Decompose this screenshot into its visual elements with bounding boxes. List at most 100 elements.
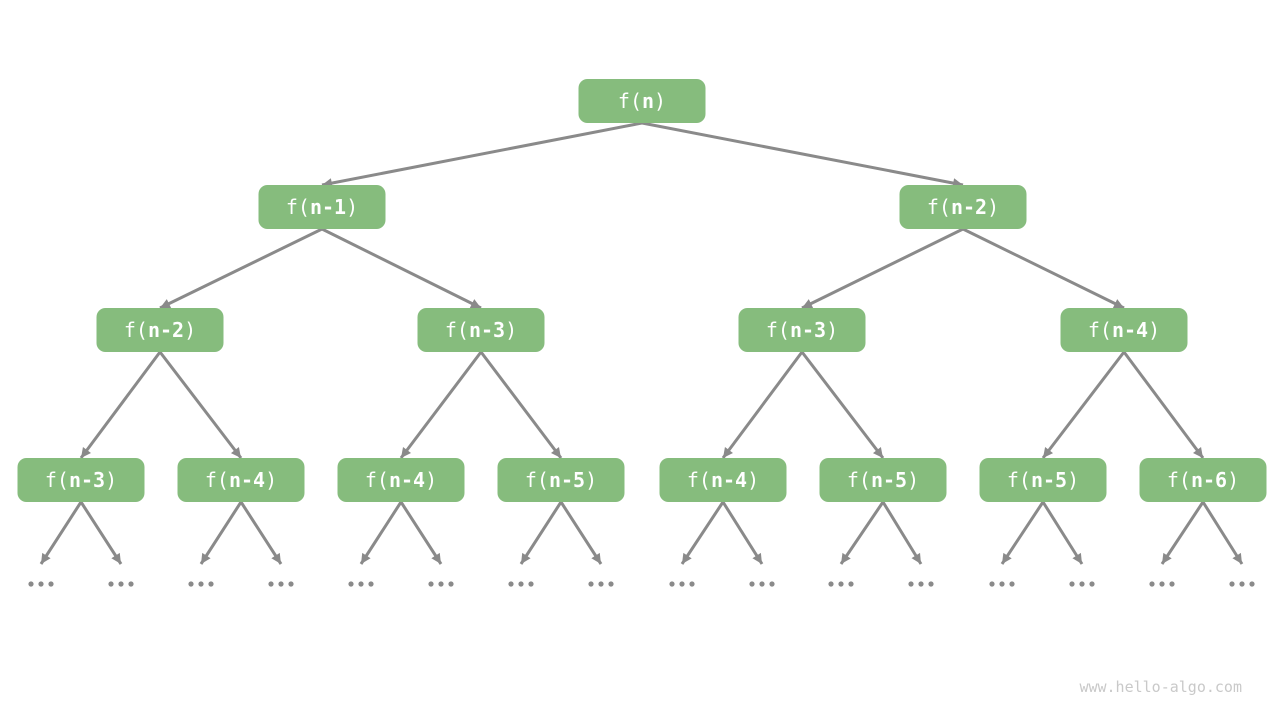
node-box (899, 185, 1027, 229)
tree-node-f-n-4: f(n-4) (177, 458, 305, 502)
ellipsis-dot (989, 581, 995, 587)
ellipsis-dot (428, 581, 434, 587)
node-box (659, 458, 787, 502)
ellipsis-dot (1169, 581, 1175, 587)
ellipsis-dot (1239, 581, 1245, 587)
node-label: f(n-3) (766, 318, 838, 342)
watermark: www.hello-algo.com (1079, 678, 1242, 696)
ellipsis-dot (1229, 581, 1235, 587)
ellipsis-dot (1149, 581, 1155, 587)
leaf-edge (839, 501, 885, 565)
node-box (1139, 458, 1267, 502)
node-label: f(n-3) (45, 468, 117, 492)
ellipsis-dot (188, 581, 194, 587)
ellipsis-dot (608, 581, 614, 587)
node-box (177, 458, 305, 502)
leaf-edge (199, 501, 243, 565)
ellipsis-dots (669, 581, 695, 587)
leaf-edge (559, 501, 603, 565)
node-label: f(n-5) (847, 468, 919, 492)
leaf-edge (1000, 501, 1045, 565)
tree-edge (641, 121, 964, 189)
tree-edge (79, 351, 162, 459)
ellipsis-dot (759, 581, 765, 587)
tree-node-f-n: f(n) (578, 79, 706, 123)
ellipsis-dot (288, 581, 294, 587)
ellipsis-dot (908, 581, 914, 587)
ellipsis-dot (518, 581, 524, 587)
tree-node-f-n-4: f(n-4) (1060, 308, 1188, 352)
node-label: f(n-6) (1167, 468, 1239, 492)
tree-node-f-n-5: f(n-5) (819, 458, 947, 502)
ellipsis-dot (928, 581, 934, 587)
ellipsis-dots (108, 581, 134, 587)
tree-edges (79, 121, 1205, 459)
ellipsis-dot (268, 581, 274, 587)
tree-edge (321, 121, 643, 189)
tree-edge (801, 227, 964, 310)
tree-node-f-n-3: f(n-3) (17, 458, 145, 502)
tree-node-f-n-5: f(n-5) (979, 458, 1107, 502)
ellipsis-dot (28, 581, 34, 587)
ellipsis-dot (278, 581, 284, 587)
leaf-edge (79, 501, 123, 565)
leaf-edge (519, 501, 563, 565)
ellipsis-dot (848, 581, 854, 587)
tree-node-f-n-2: f(n-2) (96, 308, 224, 352)
ellipsis-dot (1249, 581, 1255, 587)
ellipsis-dots (1069, 581, 1095, 587)
node-label: f(n-2) (927, 195, 999, 219)
tree-edge (158, 351, 243, 459)
ellipsis-dot (1069, 581, 1075, 587)
node-label: f(n-3) (445, 318, 517, 342)
ellipsis-dot (1009, 581, 1015, 587)
tree-node-f-n-2: f(n-2) (899, 185, 1027, 229)
ellipsis-dots (508, 581, 534, 587)
tree-node-f-n-3: f(n-3) (738, 308, 866, 352)
tree-edge (1041, 351, 1126, 459)
ellipsis-dot (749, 581, 755, 587)
tree-edge (159, 227, 323, 310)
node-box (96, 308, 224, 352)
node-label: f(n-5) (525, 468, 597, 492)
tree-nodes: f(n)f(n-1)f(n-2)f(n-2)f(n-3)f(n-3)f(n-4)… (17, 79, 1267, 502)
ellipsis-dot (358, 581, 364, 587)
node-label: f(n-2) (124, 318, 196, 342)
node-label: f(n) (618, 89, 666, 113)
ellipsis-dots (28, 581, 54, 587)
tree-node-f-n-3: f(n-3) (417, 308, 545, 352)
ellipsis-dot (669, 581, 675, 587)
ellipsis-dot (128, 581, 134, 587)
tree-edge (1122, 351, 1205, 459)
node-box (417, 308, 545, 352)
node-label: f(n-4) (687, 468, 759, 492)
ellipsis-dot (1159, 581, 1165, 587)
ellipsis-dot (528, 581, 534, 587)
ellipsis-dot (588, 581, 594, 587)
ellipsis-dot (838, 581, 844, 587)
leaf-edge (239, 501, 283, 565)
tree-node-f-n-4: f(n-4) (659, 458, 787, 502)
ellipsis-dot (508, 581, 514, 587)
ellipsis-dot (828, 581, 834, 587)
node-box (578, 79, 706, 123)
leaf-edge (721, 501, 764, 565)
tree-edge (800, 351, 885, 459)
leaf-edge (1041, 501, 1084, 565)
node-label: f(n-4) (365, 468, 437, 492)
node-box (258, 185, 386, 229)
tree-node-f-n-6: f(n-6) (1139, 458, 1267, 502)
node-box (17, 458, 145, 502)
node-label: f(n-4) (1088, 318, 1160, 342)
ellipsis-dot (208, 581, 214, 587)
ellipsis-dot (118, 581, 124, 587)
tree-edge (321, 227, 482, 310)
ellipsis-dots (588, 581, 614, 587)
leaf-edge (359, 501, 403, 565)
node-box (497, 458, 625, 502)
ellipsis-dot (438, 581, 444, 587)
ellipsis-dot (1089, 581, 1095, 587)
ellipsis-dot (368, 581, 374, 587)
